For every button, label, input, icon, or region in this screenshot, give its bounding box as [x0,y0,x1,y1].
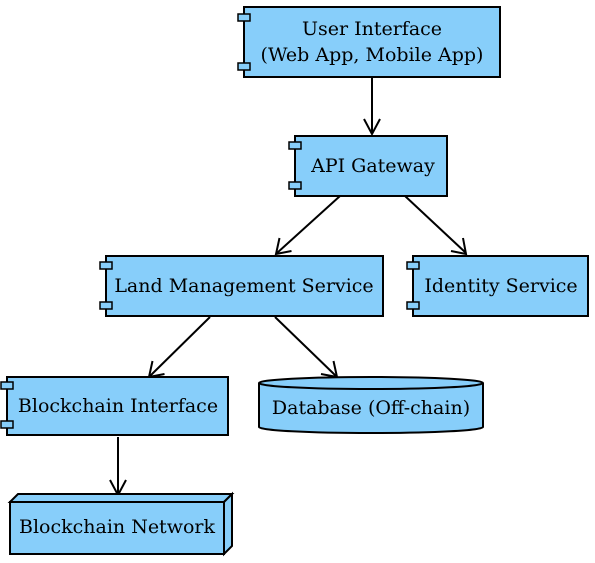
component-port-icon [406,261,420,270]
user-interface-subtitle: (Web App, Mobile App) [261,44,484,66]
database-label: Database (Off-chain) [272,397,470,419]
api-gateway-label: API Gateway [310,155,435,177]
component-port-icon [99,301,113,310]
edge-gateway-to-land [274,195,341,256]
identity-service-component[interactable]: Identity Service [406,255,589,317]
blockchain-interface-component[interactable]: Blockchain Interface [0,376,229,436]
component-port-icon [237,13,251,22]
land-management-service-label: Land Management Service [114,275,373,297]
blockchain-network-node[interactable]: Blockchain Network [7,491,235,557]
user-interface-component[interactable]: User Interface (Web App, Mobile App) [237,6,501,78]
component-port-icon [0,381,14,390]
edge-blockchain-interface-to-network [109,437,127,498]
component-port-icon [288,181,302,190]
edge-gateway-to-identity [404,195,468,256]
component-port-icon [288,141,302,150]
land-management-service-component[interactable]: Land Management Service [99,255,384,317]
identity-service-label: Identity Service [424,275,577,297]
edge-land-to-database [274,316,339,379]
edge-land-to-blockchain-interface [147,316,211,379]
api-gateway-component[interactable]: API Gateway [288,135,448,197]
component-port-icon [0,420,14,429]
blockchain-network-label: Blockchain Network [19,516,215,538]
user-interface-title: User Interface [302,18,442,40]
database-cylinder[interactable]: Database (Off-chain) [258,376,484,434]
blockchain-interface-label: Blockchain Interface [18,395,218,417]
component-port-icon [406,301,420,310]
component-port-icon [99,261,113,270]
component-port-icon [237,62,251,71]
edge-ui-to-gateway [363,77,381,137]
